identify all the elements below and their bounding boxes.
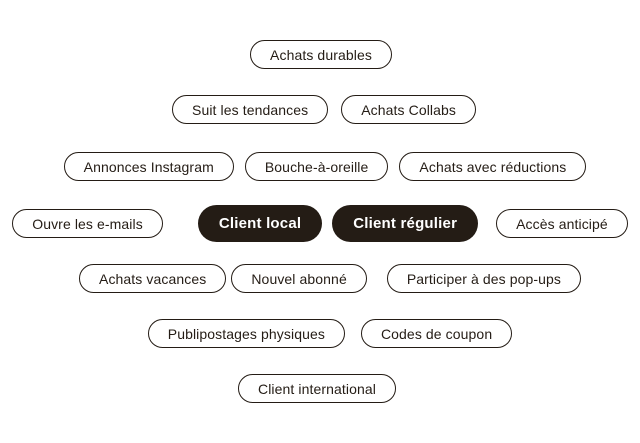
tag-suit-les-tendances[interactable]: Suit les tendances — [172, 95, 329, 124]
tag-row-1: Achats durables — [1, 40, 640, 69]
tag-codes-de-coupon[interactable]: Codes de coupon — [360, 319, 513, 348]
tag-achats-vacances[interactable]: Achats vacances — [79, 264, 227, 293]
tag-client-international[interactable]: Client international — [238, 374, 396, 403]
tag-ouvre-les-emails[interactable]: Ouvre les e-mails — [12, 209, 163, 238]
tag-client-local[interactable]: Client local — [197, 205, 323, 242]
tag-client-regulier[interactable]: Client régulier — [332, 205, 479, 242]
tag-publipostages-physiques[interactable]: Publipostages physiques — [147, 319, 345, 348]
tag-row-3: Annonces Instagram Bouche-à-oreille Acha… — [5, 152, 640, 181]
tag-row-2: Suit les tendances Achats Collabs — [4, 95, 640, 124]
tag-participer-a-des-popups[interactable]: Participer à des pop-ups — [386, 264, 581, 293]
tag-achats-durables[interactable]: Achats durables — [250, 40, 392, 69]
tag-row-5: Achats vacances Nouvel abonné Participer… — [10, 264, 640, 293]
tag-nouvel-abonne[interactable]: Nouvel abonné — [231, 264, 367, 293]
tag-row-7: Client international — [0, 374, 637, 403]
tag-acces-anticipe[interactable]: Accès anticipé — [496, 209, 628, 238]
tag-row-6: Publipostages physiques Codes de coupon — [10, 319, 640, 348]
tag-achats-collabs[interactable]: Achats Collabs — [341, 95, 476, 124]
tag-bouche-a-oreille[interactable]: Bouche-à-oreille — [244, 152, 389, 181]
tag-annonces-instagram[interactable]: Annonces Instagram — [63, 152, 234, 181]
tag-row-4: Ouvre les e-mails Client local Client ré… — [0, 205, 640, 242]
tag-achats-avec-reductions[interactable]: Achats avec réductions — [399, 152, 587, 181]
